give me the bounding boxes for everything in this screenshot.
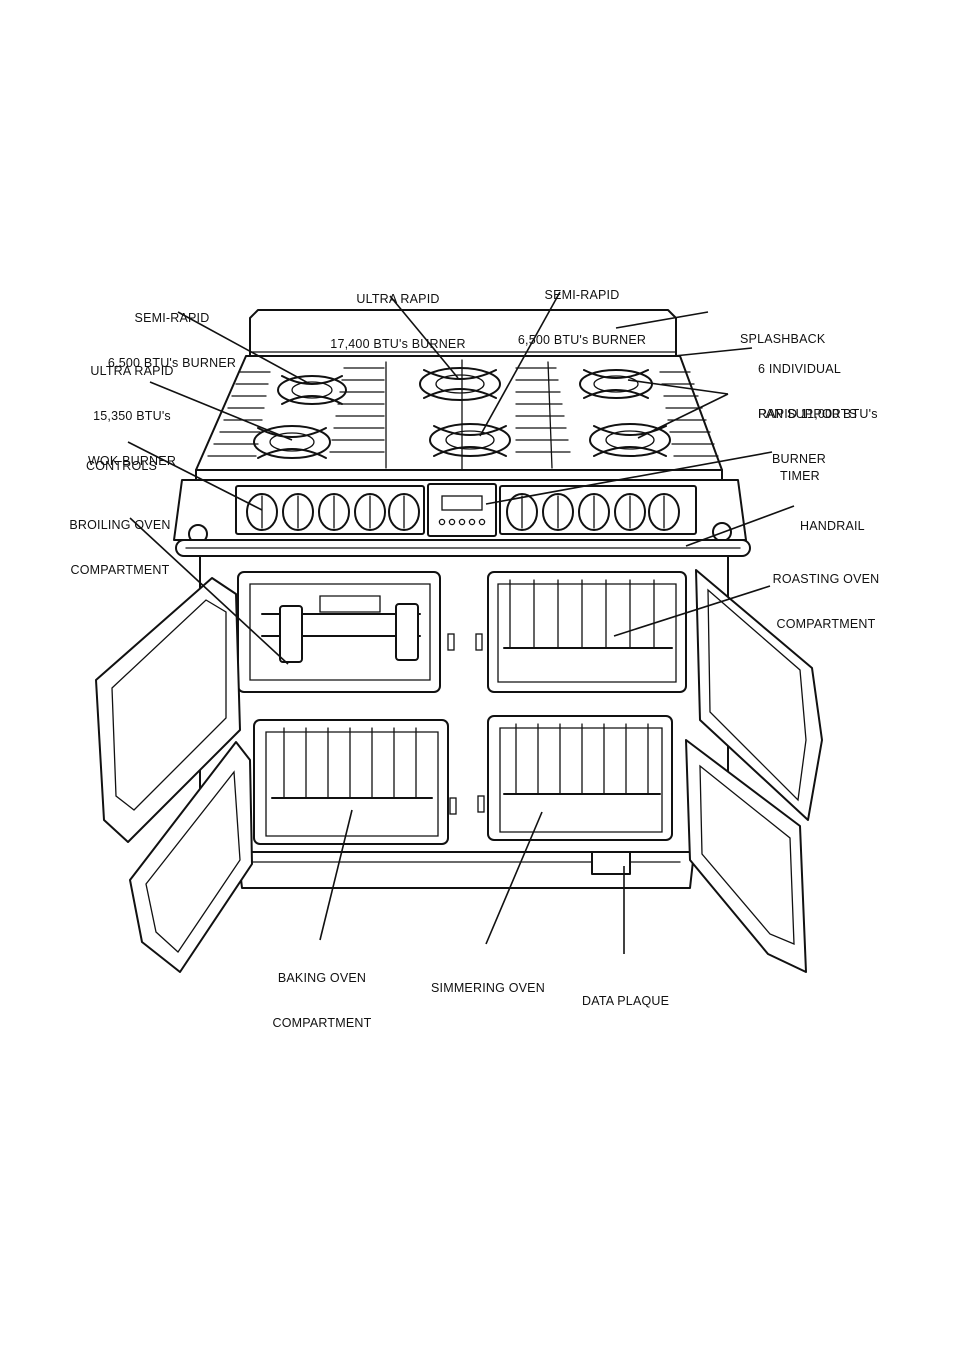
oven-body — [199, 555, 729, 861]
label-data-plaque: DATA PLAQUE — [582, 964, 669, 1024]
label-baking-oven: BAKING OVEN COMPARTMENT — [262, 941, 382, 1046]
leader-lines — [127, 291, 795, 954]
oven-doors — [95, 569, 823, 973]
label-line: COMPARTMENT — [776, 617, 876, 631]
label-line: DATA PLAQUE — [582, 994, 670, 1008]
label-line: BROILING OVEN — [69, 518, 171, 532]
label-simmering-oven: SIMMERING OVEN — [431, 951, 545, 1011]
label-line: 15,350 BTU's — [93, 409, 171, 423]
label-timer: TIMER — [780, 439, 820, 499]
label-line: SEMI-RAPID — [134, 311, 210, 325]
hob-surface — [195, 355, 723, 481]
label-roasting-oven: ROASTING OVEN COMPARTMENT — [764, 542, 888, 647]
label-line: ULTRA RAPID — [356, 292, 440, 306]
label-line: ULTRA RAPID — [90, 364, 174, 378]
label-broiling-oven: BROILING OVEN COMPARTMENT — [60, 488, 180, 593]
label-line: PAN SUPPORTS — [758, 407, 858, 421]
label-line: BURNER — [772, 452, 826, 466]
control-knobs-left — [246, 493, 420, 531]
label-line: SIMMERING OVEN — [431, 981, 545, 995]
label-ultra-rapid-center: ULTRA RAPID 17,400 BTU's BURNER — [318, 262, 478, 367]
label-line: WOK BURNER — [87, 454, 177, 468]
label-line: RAPID 11,000 BTU's — [758, 407, 878, 421]
label-line: SEMI-RAPID — [544, 288, 620, 302]
control-knobs-right — [506, 493, 680, 531]
label-line: CONTROLS — [86, 459, 158, 473]
label-wok-burner: ULTRA RAPID 15,350 BTU's WOK BURNER — [72, 334, 192, 484]
label-line: ROASTING OVEN — [772, 572, 880, 586]
timer-buttons — [438, 518, 486, 526]
label-line: 6,500 BTU's BURNER — [517, 333, 647, 347]
label-line: SPLASHBACK — [740, 332, 826, 346]
label-rapid-burner: RAPID 11,000 BTU's BURNER — [758, 377, 878, 482]
label-line: COMPARTMENT — [70, 563, 170, 577]
plinth — [237, 851, 695, 889]
label-line: BAKING OVEN — [277, 971, 367, 985]
label-line: 17,400 BTU's BURNER — [330, 337, 466, 351]
control-panel — [173, 479, 747, 544]
label-semi-rapid-right: SEMI-RAPID 6,500 BTU's BURNER — [502, 258, 662, 363]
label-line: TIMER — [780, 469, 820, 483]
handrail-bar — [175, 539, 751, 557]
label-line: 6,500 BTU's BURNER — [107, 356, 237, 370]
label-controls: CONTROLS — [86, 429, 157, 489]
label-line: 6 INDIVIDUAL — [758, 362, 841, 376]
label-line: HANDRAIL — [800, 519, 865, 533]
label-semi-rapid-left: SEMI-RAPID 6,500 BTU's BURNER — [92, 281, 252, 386]
label-pan-supports: 6 INDIVIDUAL PAN SUPPORTS — [758, 332, 857, 437]
label-line: COMPARTMENT — [272, 1016, 372, 1030]
label-splashback: SPLASHBACK — [740, 302, 825, 362]
label-handrail: HANDRAIL — [800, 489, 865, 549]
